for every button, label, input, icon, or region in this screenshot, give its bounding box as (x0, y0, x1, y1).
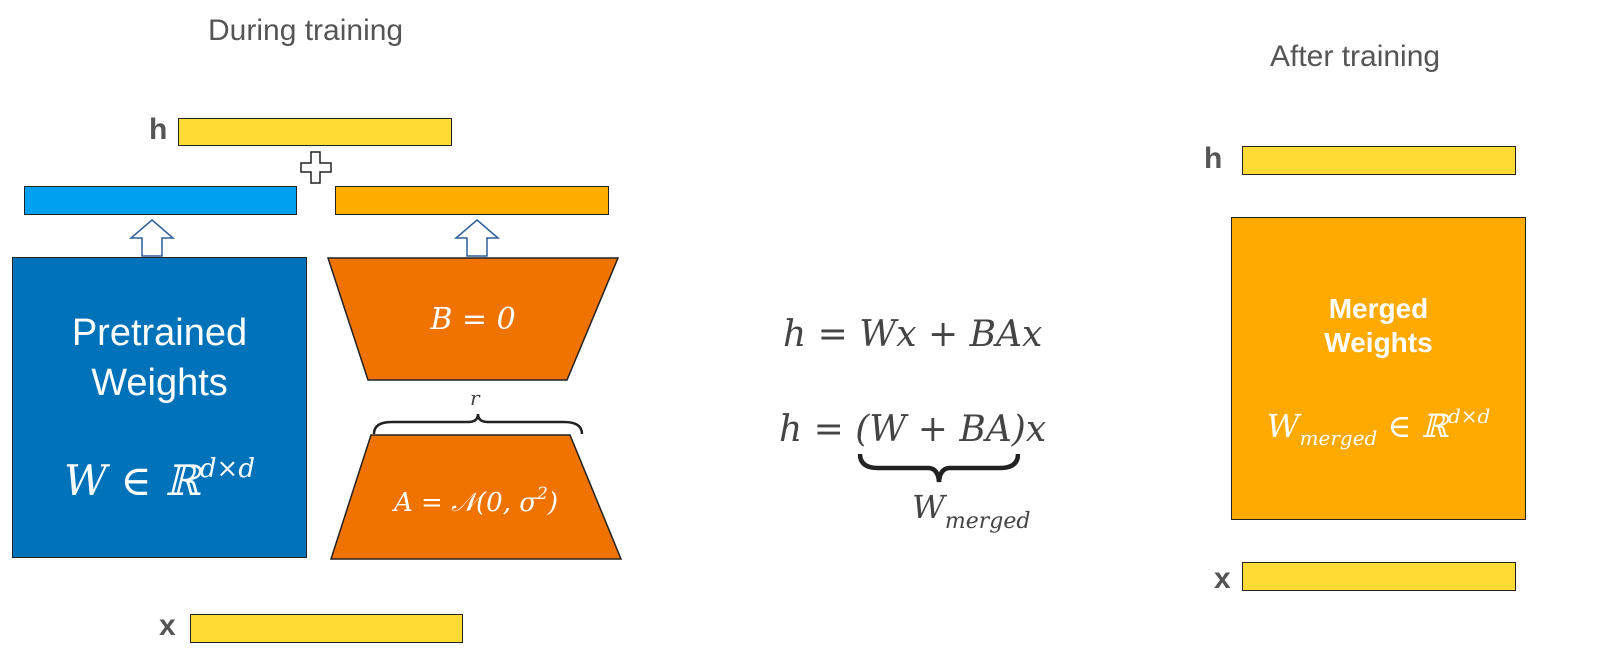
matrix-a-label: A = 𝒩(0, σ2) (394, 484, 558, 518)
h-output-label: h (149, 113, 168, 146)
merged-underbrace-label: Wmerged (912, 488, 1031, 534)
equation-forward: h = Wx + BAx (783, 314, 1043, 355)
pretrained-weights-title: Pretrained Weights (71, 312, 248, 404)
x-input-label: x (159, 609, 176, 642)
matrix-b-label: B = 0 (430, 302, 516, 337)
merged-weights-formula: Wmerged ∈ ℝd×d (1266, 404, 1491, 450)
during-training-heading: During training (208, 14, 404, 47)
rank-label: r (470, 386, 480, 410)
matrix-b-block (326, 257, 620, 381)
arrow-up-icon (128, 219, 176, 257)
h-output-vector (178, 118, 452, 146)
h-output-vector-after (1242, 146, 1516, 175)
pretrained-output-vector (24, 186, 297, 215)
matrix-a-block (329, 434, 623, 560)
pretrained-weights-block: Pretrained Weights W ∈ ℝd×d (12, 257, 307, 558)
after-training-heading: After training (1270, 40, 1441, 73)
merged-weights-block: Merged Weights Wmerged ∈ ℝd×d (1231, 217, 1526, 520)
pretrained-weights-formula: W ∈ ℝd×d (64, 454, 255, 505)
merged-underbrace-icon (858, 453, 1020, 483)
rank-brace-icon (372, 413, 584, 435)
arrow-up-icon (453, 219, 501, 257)
plus-icon (300, 151, 332, 184)
merged-weights-title: Merged Weights (1324, 293, 1433, 358)
h-output-label-after: h (1204, 142, 1223, 175)
x-input-vector-after (1242, 562, 1516, 591)
x-input-vector (190, 614, 463, 643)
equation-merged: h = (W + BA)x (779, 409, 1047, 450)
lora-output-vector (335, 186, 609, 215)
x-input-label-after: x (1214, 562, 1231, 595)
